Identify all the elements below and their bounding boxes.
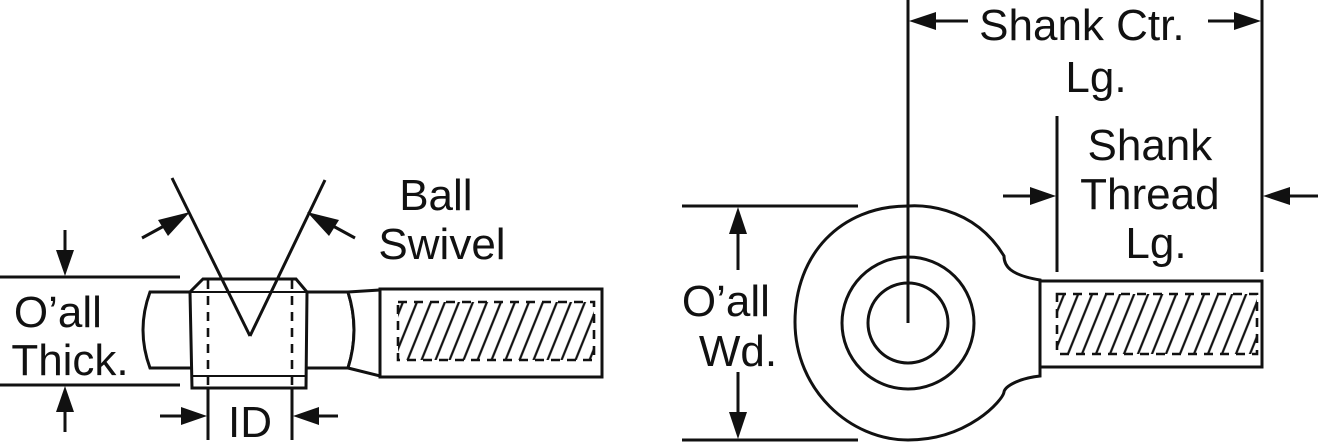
id-label: ID xyxy=(228,398,272,447)
shank-thread-hatch xyxy=(1057,294,1257,354)
oall-wd-label: O’all Wd. xyxy=(682,277,782,376)
shank-thread-lg-line-1: Shank xyxy=(1088,121,1214,170)
ball-swivel-line-2: Swivel xyxy=(378,220,505,269)
oall-wd-line-1: O’all xyxy=(682,277,770,326)
thread-arrow-right-head xyxy=(1263,187,1290,205)
oall-thick-line-1: O’all xyxy=(14,288,102,337)
swivel-arrow-right-head xyxy=(307,212,339,236)
thread-hatch xyxy=(398,302,594,360)
oall-wd-line-2: Wd. xyxy=(699,327,777,376)
thick-arrow-top-head xyxy=(56,250,74,276)
shank-thread-lg-label: Shank Thread Lg. xyxy=(1080,121,1232,268)
oall-thick-label: O’all Thick. xyxy=(11,288,128,385)
id-arrow-left-head xyxy=(181,407,207,425)
top-view: Shank Ctr. Lg. Shank Thread Lg. O’all Wd… xyxy=(682,0,1318,442)
ball-swivel-line-1: Ball xyxy=(399,171,472,220)
shank-thread-lg-line-3: Lg. xyxy=(1125,219,1186,268)
swivel-line-right xyxy=(248,179,327,337)
wd-arrow-bottom-head xyxy=(729,412,747,439)
swivel-arrow-right-shaft xyxy=(332,224,356,240)
shank-ctr-lg-line-2: Lg. xyxy=(1065,53,1126,102)
shank-ctr-lg-label: Shank Ctr. Lg. xyxy=(979,1,1197,102)
id-arrow-right-head xyxy=(293,407,319,425)
oall-thick-line-2: Thick. xyxy=(11,336,128,385)
ctr-arrow-right-head xyxy=(1234,12,1261,30)
swivel-arrow-left-head xyxy=(158,212,190,236)
wd-arrow-top-head xyxy=(729,207,747,234)
ctr-arrow-left-head xyxy=(909,12,936,30)
swivel-arrow-left-shaft xyxy=(141,224,165,240)
swivel-line-left xyxy=(170,177,252,337)
thread-arrow-left-head xyxy=(1030,187,1056,205)
thick-arrow-bottom-head xyxy=(56,386,74,412)
shank-thread-root-outline xyxy=(1055,292,1259,356)
side-view: O’all Thick. ID Ball Swivel xyxy=(0,171,604,447)
ball-swivel-label: Ball Swivel xyxy=(378,171,505,269)
shank-thread-lg-line-2: Thread xyxy=(1080,170,1219,219)
thread-root-outline xyxy=(396,300,596,362)
shank-ctr-lg-line-1: Shank Ctr. xyxy=(979,1,1184,50)
shank-neck xyxy=(345,288,382,378)
